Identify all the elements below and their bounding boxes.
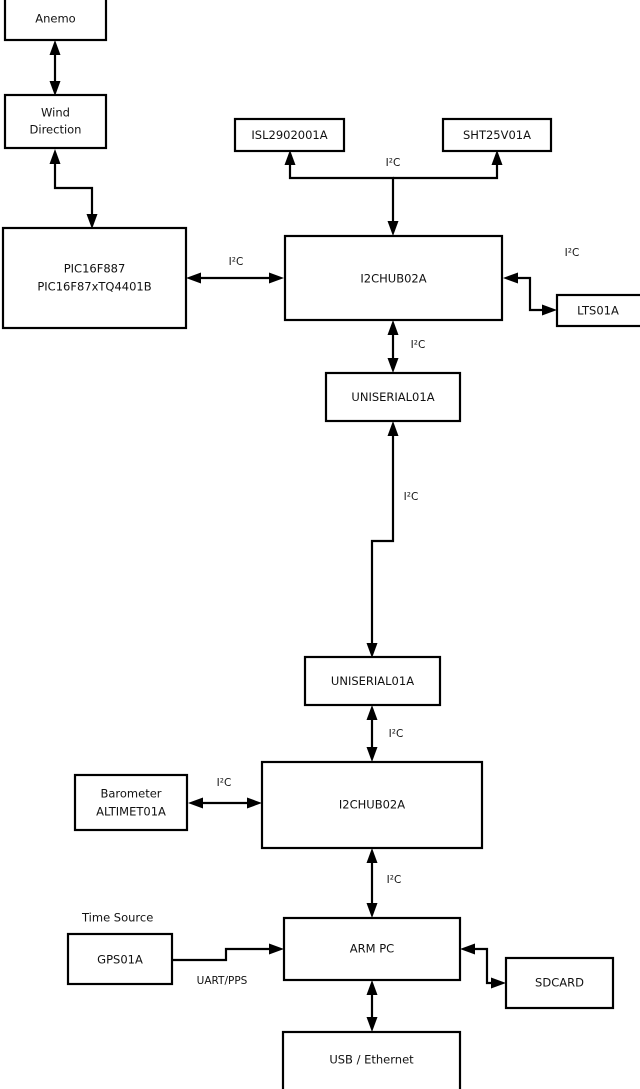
arrow-head-down xyxy=(366,1017,378,1032)
arrow-head-left xyxy=(188,797,203,809)
arrow-head-down xyxy=(366,747,378,762)
node-uniserial-bottom[interactable]: UNISERIAL01A xyxy=(303,655,442,707)
edge-pic-wind-direction xyxy=(49,149,98,229)
arrow-head-up xyxy=(366,980,378,995)
edge-label-barometer-hub-bottom: I²C xyxy=(217,777,232,789)
edge-barometer-hub-bottom: I²C xyxy=(188,777,262,809)
arrow-head-up xyxy=(366,848,378,863)
node-label-barometer-line2: ALTIMET01A xyxy=(96,805,166,819)
arrow-head-up xyxy=(366,705,378,720)
node-label-pic-line2: PIC16F87xTQ4401B xyxy=(37,280,151,294)
arrow-head-left xyxy=(503,272,518,284)
node-uniserial-top[interactable]: UNISERIAL01A xyxy=(324,371,462,423)
edge-hub-top-uniserial-top: I²C xyxy=(387,320,426,373)
arrow-head-down xyxy=(49,81,61,96)
node-label-isl2902001a: ISL2902001A xyxy=(251,128,327,142)
node-label-arm-pc: ARM PC xyxy=(350,942,394,956)
edge-uniserial-link: I²C xyxy=(366,421,419,658)
node-label-uniserial-top: UNISERIAL01A xyxy=(351,390,434,404)
edge-gps-arm-pc: UART/PPS xyxy=(172,943,284,987)
arrow-head-right xyxy=(269,272,284,284)
arrow-head-down xyxy=(86,214,98,229)
node-label-lts01a: LTS01A xyxy=(577,304,619,318)
edge-label-gps-arm: UART/PPS xyxy=(197,975,248,987)
node-label-sht25v01a: SHT25V01A xyxy=(463,128,531,142)
edge-label-pic-hub-top: I²C xyxy=(229,256,244,268)
edge-arm-pc-usb-ethernet xyxy=(366,980,378,1032)
edge-arm-pc-sdcard xyxy=(460,943,506,989)
edge-uniserial-bottom-hub-bottom: I²C xyxy=(366,705,404,762)
arrow-head-up xyxy=(284,150,296,165)
edge-anemo-wind-direction xyxy=(49,40,61,96)
node-label-usb-ethernet: USB / Ethernet xyxy=(329,1053,414,1067)
arrow-head-right xyxy=(491,977,506,989)
arrow-head-left xyxy=(186,272,201,284)
node-label-wind-direction-line1: Wind xyxy=(41,106,70,120)
node-label-wind-direction-line2: Direction xyxy=(30,123,82,137)
node-label-barometer-line1: Barometer xyxy=(100,787,161,801)
node-label-hub-top: I2CHUB02A xyxy=(360,272,426,286)
edge-hub-top-lts: I²C xyxy=(503,247,579,316)
arrow-head-down xyxy=(366,903,378,918)
node-label-hub-bottom: I2CHUB02A xyxy=(339,798,405,812)
node-label-gps01a: GPS01A xyxy=(97,953,143,967)
edge-label-hub-top-lts: I²C xyxy=(565,247,580,259)
label-time-source: Time Source xyxy=(81,911,153,925)
edge-label-hub-bottom-arm: I²C xyxy=(387,874,402,886)
arrow-head-left xyxy=(460,943,475,955)
node-lts01a[interactable]: LTS01A xyxy=(555,293,640,328)
node-usb-ethernet[interactable]: USB / Ethernet xyxy=(281,1030,462,1089)
edge-label-hub-top-sensors: I²C xyxy=(386,157,401,169)
arrow-head-up xyxy=(387,421,399,436)
node-sdcard[interactable]: SDCARD xyxy=(504,956,615,1010)
node-label-pic-line1: PIC16F887 xyxy=(64,262,126,276)
node-anemo[interactable]: Anemo xyxy=(3,0,108,42)
node-label-anemo: Anemo xyxy=(35,12,75,26)
node-hub-bottom[interactable]: I2CHUB02A xyxy=(260,760,484,850)
node-label-sdcard: SDCARD xyxy=(535,976,584,990)
edge-label-uniserial-link: I²C xyxy=(404,491,419,503)
node-gps01a[interactable]: GPS01A xyxy=(66,932,174,986)
node-wind-direction[interactable]: Wind Direction xyxy=(3,93,108,150)
arrow-head-right xyxy=(247,797,262,809)
edge-pic-hub-top: I²C xyxy=(186,256,284,284)
edge-label-hub-top-uniserial: I²C xyxy=(411,339,426,351)
arrow-head-right xyxy=(269,943,284,955)
edge-label-uniserial-hub-bottom: I²C xyxy=(389,728,404,740)
arrow-head-up xyxy=(491,150,503,165)
arrow-head-down xyxy=(387,221,399,236)
node-isl2902001a[interactable]: ISL2902001A xyxy=(233,117,346,153)
edge-hub-bottom-arm-pc: I²C xyxy=(366,848,402,918)
arrow-head-up xyxy=(49,40,61,55)
node-label-uniserial-bottom: UNISERIAL01A xyxy=(331,674,414,688)
node-hub-top[interactable]: I2CHUB02A xyxy=(283,234,504,322)
arrow-head-up xyxy=(387,320,399,335)
node-pic[interactable]: PIC16F887 PIC16F87xTQ4401B xyxy=(1,226,188,330)
arrow-head-right xyxy=(542,304,557,316)
arrow-head-down xyxy=(366,643,378,658)
node-sht25v01a[interactable]: SHT25V01A xyxy=(441,117,553,153)
arrow-head-down xyxy=(387,358,399,373)
node-arm-pc[interactable]: ARM PC xyxy=(282,916,462,982)
node-barometer[interactable]: Barometer ALTIMET01A xyxy=(73,773,189,832)
arrow-head-up xyxy=(49,149,61,164)
edge-hub-top-sensors: I²C xyxy=(284,150,503,236)
